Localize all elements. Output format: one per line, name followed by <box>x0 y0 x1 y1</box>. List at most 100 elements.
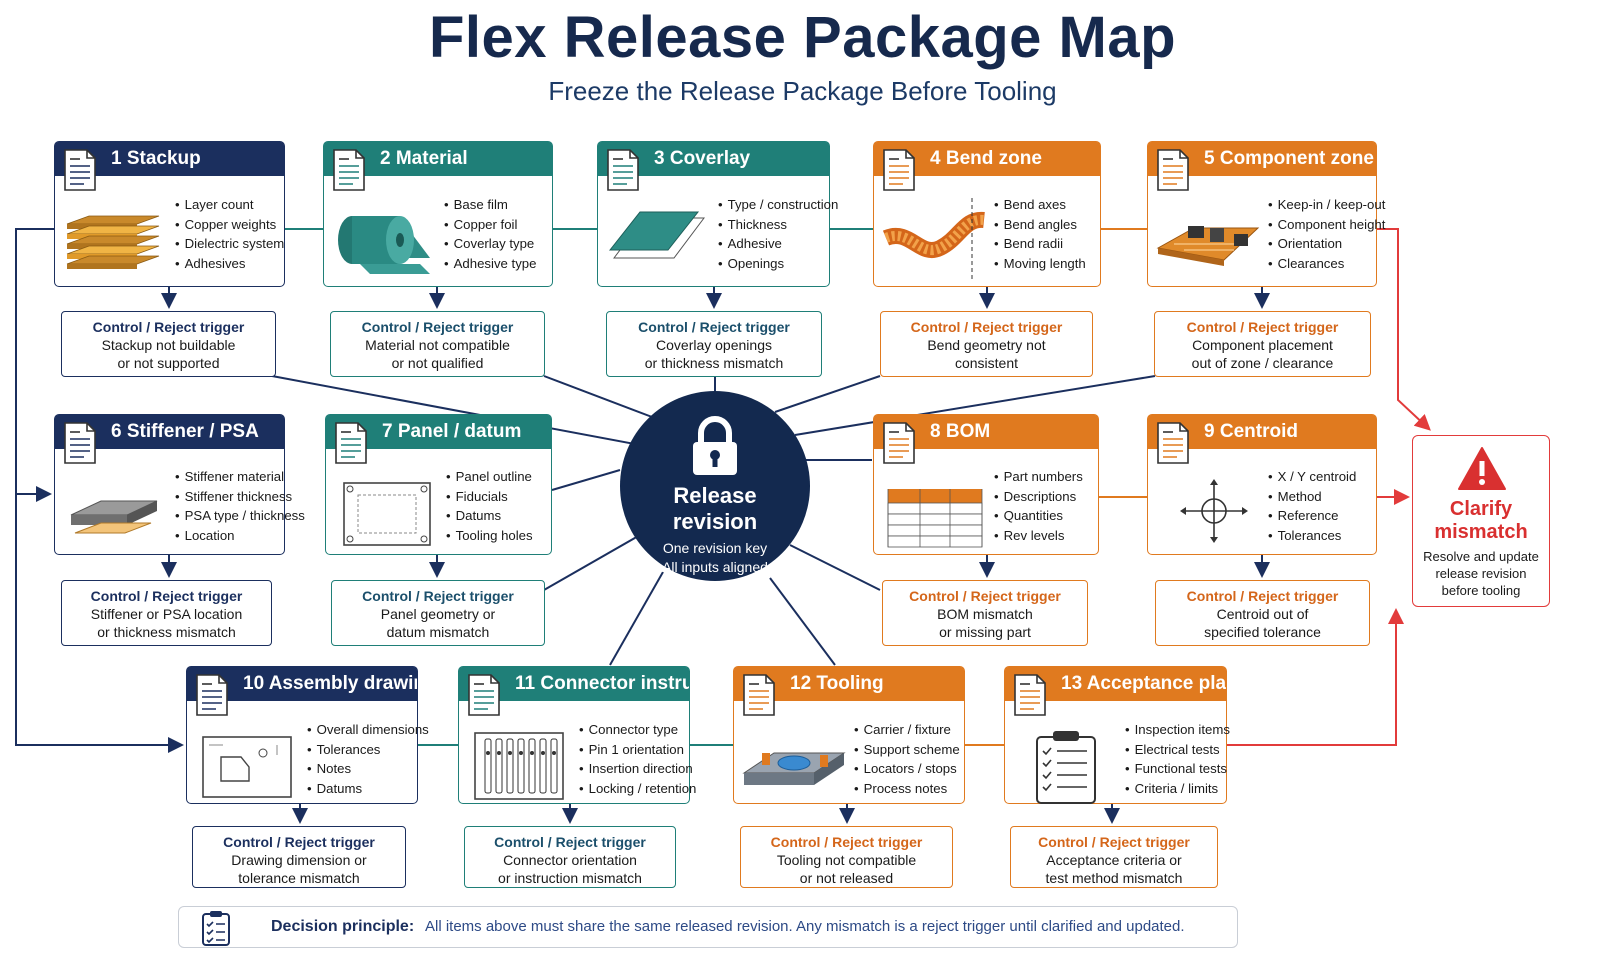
hub-spokes <box>271 375 1156 666</box>
trigger-title: Control / Reject trigger <box>494 834 646 850</box>
card-5: 5 Component zoneKeep-in / keep-outCompon… <box>1147 141 1385 287</box>
card-item-list: Base filmCopper foilCoverlay typeAdhesiv… <box>444 195 537 274</box>
clarify-title: Clarify mismatch <box>1434 498 1528 543</box>
card-6: 6 Stiffener / PSAStiffener materialStiff… <box>54 414 305 555</box>
card-item: Method <box>1268 487 1356 507</box>
card-item: Pin 1 orientation <box>579 740 696 760</box>
document-icon <box>195 673 229 717</box>
card-item: Bend radii <box>994 234 1086 254</box>
page-title: Flex Release Package Map <box>428 5 1177 70</box>
card-item: Stiffener material <box>175 467 305 487</box>
clarify-text: Resolve and update release revision befo… <box>1423 549 1539 598</box>
lock-icon <box>693 416 737 475</box>
document-icon <box>742 673 776 717</box>
card-item: Thickness <box>718 215 838 235</box>
card-item: Tolerances <box>1268 526 1356 546</box>
card-item: Locking / retention <box>579 779 697 799</box>
card-item: Overall dimensions <box>307 720 429 740</box>
card-item: X / Y centroid <box>1268 467 1357 487</box>
card-item: Support scheme <box>854 740 960 760</box>
card-item: Electrical tests <box>1125 740 1230 760</box>
trigger-title: Control / Reject trigger <box>92 319 245 335</box>
assembly-drawing-icon <box>193 723 301 807</box>
page-subtitle: Freeze the Release Package Before Toolin… <box>548 76 1057 106</box>
document-icon <box>332 148 366 192</box>
card-item: Dielectric system <box>175 234 285 254</box>
trigger-text: Bend geometry not consistent <box>927 337 1046 371</box>
card-10: 10 Assembly drawingOverall dimensionsTol… <box>186 666 429 807</box>
clarify-mismatch-box: Clarify mismatch Resolve and update rele… <box>1412 435 1550 607</box>
trigger-title: Control / Reject trigger <box>362 588 514 604</box>
trigger-text: Material not compatible or not qualified <box>365 337 510 371</box>
trigger-title: Control / Reject trigger <box>1038 834 1190 850</box>
card-item-list: Panel outlineFiducialsDatumsTooling hole… <box>446 467 533 545</box>
card-item: Process notes <box>854 779 960 799</box>
card-item: Base film <box>444 195 536 215</box>
trigger-title: Control / Reject trigger <box>910 319 1063 335</box>
card-item: Datums <box>446 506 533 526</box>
decision-principle-bar: Decision principle: All items above must… <box>178 906 1238 948</box>
trigger-title: Control / Reject trigger <box>361 319 514 335</box>
trigger-title: Control / Reject trigger <box>1186 588 1339 604</box>
card-item: Clearances <box>1268 254 1385 274</box>
card-item: Inspection items <box>1125 720 1230 740</box>
document-icon <box>63 148 97 192</box>
card-item: Type / construction <box>718 195 839 215</box>
release-revision-hub: Release revision One revision key All in… <box>620 391 810 581</box>
principle-label: Decision principle: <box>271 918 415 935</box>
card-9: 9 CentroidX / Y centroidMethodReferenceT… <box>1147 414 1377 555</box>
stackup-layers-icon <box>61 198 169 282</box>
card-item: Criteria / limits <box>1125 779 1230 799</box>
card-item: Bend angles <box>994 215 1086 235</box>
card-4: 4 Bend zoneBend axesBend anglesBend radi… <box>873 141 1101 287</box>
card-item: Adhesives <box>175 254 284 274</box>
card-item: Adhesive <box>718 234 838 254</box>
card-item: Bend axes <box>994 195 1086 215</box>
bend-flex-icon <box>880 198 988 282</box>
stiffener-plate-icon <box>61 471 169 555</box>
warning-icon <box>1458 447 1506 490</box>
card-item: Moving length <box>994 254 1086 274</box>
document-icon <box>63 421 97 465</box>
card-item-list: X / Y centroidMethodReferenceTolerances <box>1268 467 1357 546</box>
card-item: PSA type / thickness <box>175 506 305 526</box>
card-item: Insertion direction <box>579 759 696 779</box>
card-3: 3 CoverlayType / constructionThicknessAd… <box>597 141 838 287</box>
card-item-list: Overall dimensionsTolerancesNotesDatums <box>307 720 429 798</box>
hub-text: One revision key All inputs aligned <box>662 540 768 575</box>
card-item-list: Stiffener materialStiffener thicknessPSA… <box>175 467 305 545</box>
trigger-text: Component placement out of zone / cleara… <box>1191 337 1334 371</box>
card-8: 8 BOMPart numbersDescriptionsQuantitiesR… <box>873 414 1099 555</box>
connector-pins-icon <box>465 723 573 807</box>
trigger-text: Centroid out of specified tolerance <box>1204 606 1321 640</box>
card-2: 2 MaterialBase filmCopper foilCoverlay t… <box>323 141 553 287</box>
card-item: Rev levels <box>994 526 1083 546</box>
hub-title: Release revision <box>672 483 758 534</box>
panel-outline-icon <box>332 471 440 555</box>
card-item: Connector type <box>579 720 696 740</box>
trigger-text: Connector orientation or instruction mis… <box>498 852 642 886</box>
card-item: Datums <box>307 779 429 799</box>
card-item: Fiducials <box>446 487 533 507</box>
card-item: Stiffener thickness <box>175 487 305 507</box>
card-item: Adhesive type <box>444 254 537 274</box>
card-item-list: Layer countCopper weightsDielectric syst… <box>175 195 285 274</box>
card-item: Part numbers <box>994 467 1083 487</box>
card-item: Tolerances <box>307 740 429 760</box>
card-item: Notes <box>307 759 429 779</box>
trigger-text: Panel geometry or datum mismatch <box>380 606 496 640</box>
document-icon <box>882 421 916 465</box>
trigger-text: Tooling not compatible or not released <box>776 852 917 886</box>
document-icon <box>1156 421 1190 465</box>
